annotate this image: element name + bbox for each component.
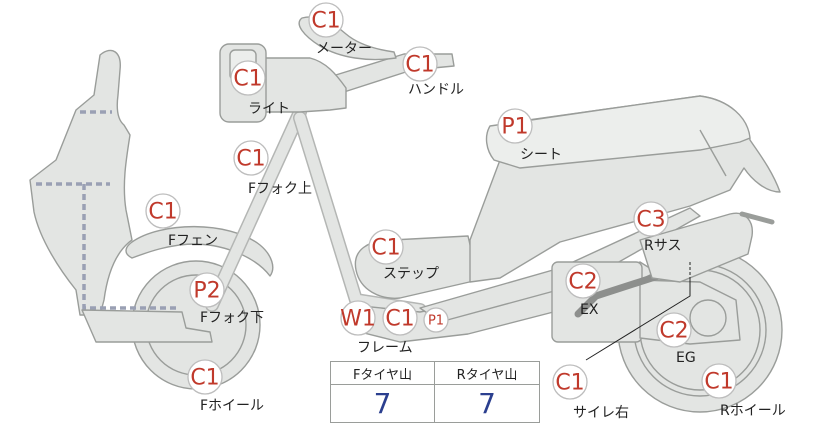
badge-handle: C1 ハンドル — [402, 46, 464, 98]
badge-code: C2 — [659, 319, 688, 344]
badge-circle — [402, 46, 438, 82]
badge-code: C3 — [636, 208, 665, 233]
part-label: Rホイール — [720, 403, 786, 419]
seat — [485, 95, 751, 169]
part-label: Fフォク上 — [248, 181, 312, 197]
badge-circle — [308, 2, 344, 38]
badge-circle — [233, 140, 269, 176]
badge-frame-p1: P1 — [423, 307, 449, 333]
part-label: EG — [676, 350, 696, 366]
badge-code: C1 — [190, 366, 219, 391]
badge-frame-c1: C1 — [382, 300, 418, 336]
f-tire-header: Fタイヤ山 — [331, 362, 435, 385]
badge-seat: P1 シート — [497, 108, 562, 163]
badge-circle — [382, 300, 418, 336]
badge-code: C1 — [311, 9, 340, 34]
part-label: Fホイール — [200, 398, 264, 414]
part-label: Rサス — [644, 238, 681, 254]
headlight-cowl — [249, 57, 347, 113]
part-label: シート — [520, 147, 562, 163]
badge-code: P2 — [193, 279, 220, 304]
part-label: ハンドル — [408, 82, 464, 98]
badge-code: P1 — [501, 115, 528, 140]
badge-code: C2 — [568, 270, 597, 295]
badge-circle — [189, 272, 225, 308]
badge-circle — [187, 359, 223, 395]
rear-shock — [639, 212, 753, 283]
badge-code: C1 — [385, 307, 414, 332]
part-label: サイレ右 — [573, 405, 629, 421]
badge-light: C1 ライト — [230, 60, 290, 117]
badge-circle — [423, 307, 449, 333]
badge-step: C1 ステップ — [368, 229, 439, 282]
badge-circle — [701, 363, 737, 399]
exhaust-pipe — [574, 272, 662, 318]
badge-code: C1 — [704, 370, 733, 395]
badge-code: C1 — [371, 236, 400, 261]
part-label: フレーム — [357, 340, 413, 356]
tire-tread-table: Fタイヤ山 Rタイヤ山 7 7 — [330, 361, 540, 423]
under-panel — [81, 309, 213, 343]
badge-circle — [656, 312, 692, 348]
badge-code: P1 — [428, 314, 444, 329]
badge-circle — [497, 108, 533, 144]
badge-circle — [145, 193, 181, 229]
part-label: ライト — [248, 101, 290, 117]
badge-circle — [368, 229, 404, 265]
part-label: EX — [580, 302, 599, 318]
badge-code: W1 — [340, 307, 376, 332]
badge-code: C1 — [233, 67, 262, 92]
badge-code: C1 — [555, 371, 584, 396]
badge-code: C1 — [148, 200, 177, 225]
r-tire-value: 7 — [478, 387, 496, 420]
badge-circle — [633, 201, 669, 237]
r-tire-header: Rタイヤ山 — [435, 362, 539, 385]
f-tire-value: 7 — [331, 385, 435, 422]
part-label: Fフォク下 — [200, 310, 264, 326]
part-label: ステップ — [383, 266, 439, 282]
badge-code: C1 — [236, 147, 265, 172]
dotted-seam — [82, 184, 178, 310]
badge-circle — [340, 300, 376, 336]
badge-circle — [230, 60, 266, 96]
side-cover-leader — [585, 278, 691, 361]
badge-circle — [552, 364, 588, 400]
badge-side-cover-r: C1 サイレ右 — [552, 364, 629, 421]
badge-circle — [565, 263, 601, 299]
badge-meter: C1 メーター — [308, 2, 372, 57]
part-label: メーター — [316, 41, 372, 57]
badge-code: C1 — [405, 53, 434, 78]
badge-frame-w1: W1 フレーム — [340, 300, 413, 356]
part-label: Fフェン — [168, 233, 218, 249]
